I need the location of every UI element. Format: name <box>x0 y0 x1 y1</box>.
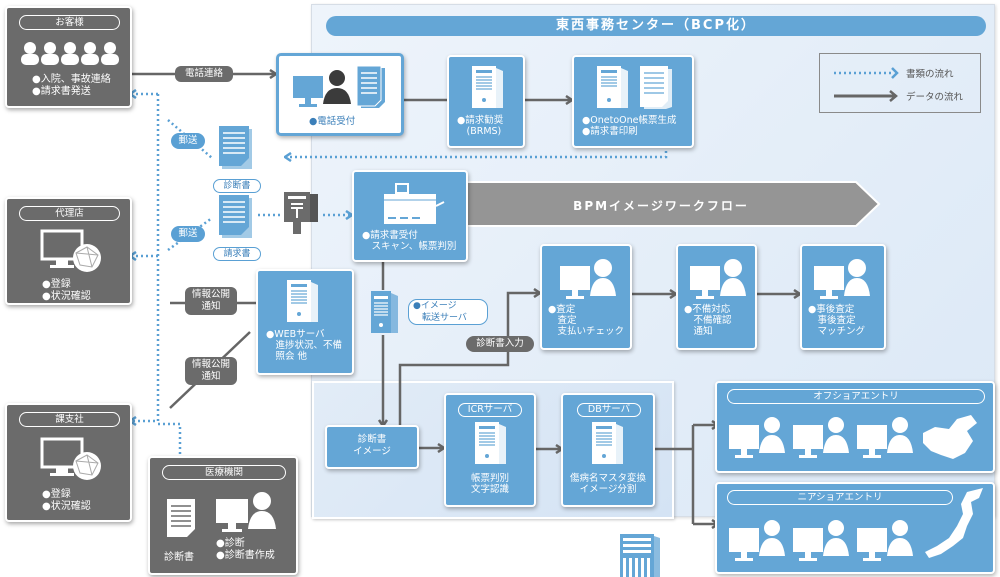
building-icon <box>620 534 660 577</box>
phone-reception-box: ●電話受付 <box>276 53 404 136</box>
phone-contact-label: 電話連絡 <box>175 66 233 82</box>
document-icon <box>167 499 195 537</box>
legend-document-flow: 書類の流れ <box>906 69 954 80</box>
customer-line-1: ●入院、事故連絡 <box>32 74 111 85</box>
bpm-banner <box>466 181 881 227</box>
diagnosis-image-label: 診断書 イメージ <box>353 434 391 457</box>
icr-server-title: ICRサーバ <box>458 403 522 417</box>
medical-line-1: ●診断 <box>216 538 245 549</box>
claim-scan-label: ●請求書受付 スキャン、帳票判別 <box>362 230 457 252</box>
icr-server-box: ICRサーバ 帳票判別 文字認識 <box>444 393 536 507</box>
center-title: 東西事務センター（BCP化） <box>326 16 986 36</box>
nearshore-operators-japan-map-icon <box>729 488 983 561</box>
computer-globe-icon <box>40 437 101 480</box>
agency-title: 代理店 <box>19 206 120 221</box>
diagnosis-document-icon <box>219 126 252 169</box>
deficiency-label: ●不備対応 不備確認 通知 <box>684 304 732 337</box>
computer-globe-icon <box>40 229 101 272</box>
medical-box: 医療機関 診断書 ●診断 ●診断書作成 <box>148 456 298 575</box>
branch-line-1: ●登録 <box>42 489 71 500</box>
icr-server-label: 帳票判別 文字認識 <box>470 473 509 495</box>
claim-document-icon <box>219 195 252 238</box>
diagnosis-input-label: 診断書入力 <box>466 336 534 352</box>
offshore-operators-china-map-icon <box>729 415 977 459</box>
web-server-box: ●WEBサーバ 進捗状況、不備 照会 他 <box>256 269 354 375</box>
scanner-printer-icon <box>384 183 445 224</box>
nearshore-entry-title: ニアショアエントリ <box>727 490 953 505</box>
claim-scan-box: ●請求書受付 スキャン、帳票判別 <box>352 170 468 262</box>
agency-line-2: ●状況確認 <box>42 291 91 302</box>
assessment-label: ●査定 査定 支払いチェック <box>548 304 625 337</box>
claim-doc-label: 請求書 <box>213 247 261 261</box>
branch-box: 課支社 ●登録 ●状況確認 <box>5 403 132 522</box>
operator-with-document-icon <box>293 65 385 108</box>
medical-line-2: ●診断書作成 <box>216 550 275 561</box>
server-document-icon <box>597 66 672 109</box>
info-notice-label-1: 情報公開 通知 <box>185 287 237 315</box>
post-assessment-label: ●事後査定 事後査定 マッチング <box>808 304 866 337</box>
post-assessment-box: ●事後査定 事後査定 マッチング <box>800 244 886 350</box>
db-server-label: 傷病名マスタ変換 イメージ分割 <box>569 473 646 495</box>
mailbox-icon <box>284 192 318 234</box>
agency-line-1: ●登録 <box>42 279 71 290</box>
legend-data-flow: データの流れ <box>906 92 964 103</box>
offshore-entry-title: オフショアエントリ <box>727 389 985 404</box>
deficiency-box: ●不備対応 不備確認 通知 <box>676 244 757 350</box>
server-icon <box>472 66 503 108</box>
bpm-banner-label: BPMイメージワークフロー <box>573 199 749 213</box>
server-icon <box>287 280 318 322</box>
server-icon <box>592 422 623 464</box>
server-icon <box>475 422 506 464</box>
branch-line-2: ●状況確認 <box>42 501 91 512</box>
offshore-entry-box: オフショアエントリ <box>715 381 995 473</box>
one-to-one-box: ●OnetoOne帳票生成 ●請求書印刷 <box>572 55 694 148</box>
branch-title: 課支社 <box>19 412 120 427</box>
customer-line-2: ●請求書発送 <box>32 86 91 97</box>
operator-at-computer-icon <box>690 259 746 299</box>
nearshore-entry-box: ニアショアエントリ <box>715 482 995 574</box>
diagnosis-doc-label: 診断書 <box>213 179 261 193</box>
db-server-title: DBサーバ <box>577 403 641 417</box>
image-transfer-label: ●イメージ 転送サーバ <box>408 299 488 325</box>
operator-at-computer-icon <box>560 259 616 299</box>
claim-recommend-label: ●請求勧奨 (BRMS) <box>457 115 504 137</box>
operator-at-computer-icon <box>814 259 870 299</box>
agency-box: 代理店 ●登録 ●状況確認 <box>5 197 132 305</box>
db-server-box: DBサーバ 傷病名マスタ変換 イメージ分割 <box>561 393 655 507</box>
medical-title: 医療機関 <box>162 465 286 480</box>
legend: 書類の流れ データの流れ <box>819 53 981 113</box>
image-transfer-server-icon <box>371 291 398 333</box>
mail-label-2: 郵送 <box>171 226 205 242</box>
mail-label-1: 郵送 <box>171 133 205 149</box>
diagnosis-image-box: 診断書 イメージ <box>325 425 419 469</box>
phone-reception-label: ●電話受付 <box>309 116 356 127</box>
web-server-label: ●WEBサーバ 進捗状況、不備 照会 他 <box>266 329 343 362</box>
claim-recommend-box: ●請求勧奨 (BRMS) <box>447 55 525 148</box>
customer-box: お客様 ●入院、事故連絡 ●請求書発送 <box>5 6 132 108</box>
people-icon <box>21 42 119 65</box>
medical-doc-label: 診断書 <box>164 552 194 563</box>
legend-lines <box>834 67 899 102</box>
info-notice-label-2: 情報公開 通知 <box>185 357 237 385</box>
doctor-at-computer-icon <box>216 492 276 532</box>
assessment-box: ●査定 査定 支払いチェック <box>540 244 632 350</box>
customer-title: お客様 <box>19 15 120 30</box>
one-to-one-label: ●OnetoOne帳票生成 ●請求書印刷 <box>582 115 677 137</box>
